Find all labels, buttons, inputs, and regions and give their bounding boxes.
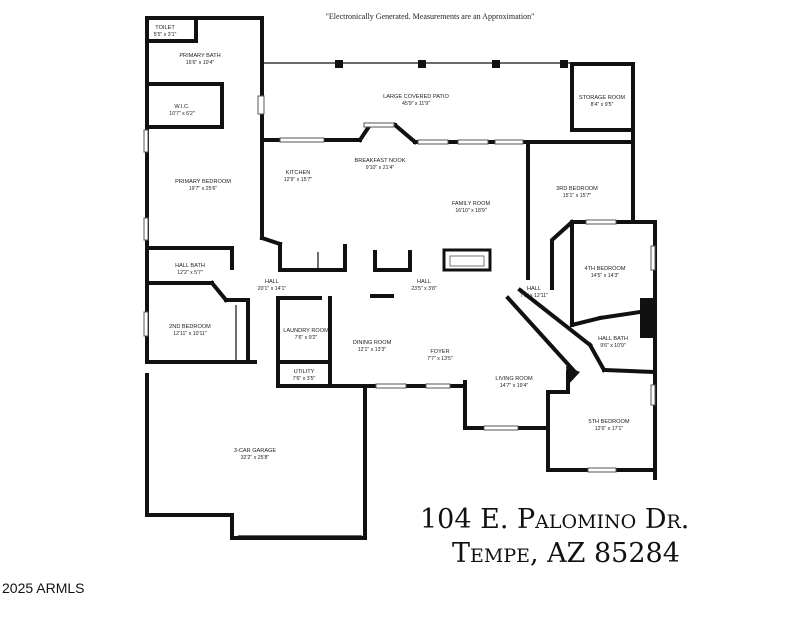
room-dims: 8'4" x 9'5": [591, 102, 614, 108]
room-dims: 16'10" x 18'9": [455, 208, 486, 214]
walls: [145, 16, 658, 540]
room-name: 5TH BEDROOM: [588, 419, 629, 425]
room-dims: 14'5" x 14'3": [591, 273, 620, 279]
room-name: LAUNDRY ROOM: [283, 328, 329, 334]
room-labels: TOILET 5'5" x 3'1" PRIMARY BATH 16'6" x …: [154, 25, 630, 461]
room-dims: 7'1" x 12'11": [520, 293, 548, 299]
room-dims: 16'6" x 10'4": [186, 60, 215, 66]
room-dims: 45'9" x 11'9": [402, 101, 430, 107]
room-dims: 12'2" x 5'7": [177, 270, 203, 276]
room-dims: 20'1" x 14'1": [258, 286, 287, 292]
room-dims: 23'5" x 3'8": [411, 286, 437, 292]
room-dims: 32'2" x 25'8": [241, 455, 270, 461]
room-name: W.I.C.: [174, 104, 190, 110]
room-dims: 19'7" x 25'6": [189, 186, 218, 192]
room-name: FOYER: [430, 349, 449, 355]
room-dims: 12'6" x 17'1": [595, 426, 624, 432]
room-name: LARGE COVERED PATIO: [383, 94, 449, 100]
room-name: HALL BATH: [598, 336, 628, 342]
room-dims: 9'6" x 10'9": [600, 343, 626, 349]
windows: [143, 95, 656, 473]
room-name: BREAKFAST NOOK: [355, 158, 406, 164]
room-name: HALL BATH: [175, 263, 205, 269]
room-dims: 12'9" x 15'7": [284, 177, 313, 183]
room-dims: 12'1" x 13'3": [358, 347, 387, 353]
room-name: HALL: [527, 286, 541, 292]
room-dims: 7'6" x 9'2": [295, 335, 318, 341]
room-name: HALL: [265, 279, 279, 285]
room-name: UTILITY: [294, 369, 315, 375]
room-name: TOILET: [155, 25, 175, 31]
room-name: KITCHEN: [286, 170, 311, 176]
room-name: FAMILY ROOM: [452, 201, 491, 207]
room-name: DINING ROOM: [353, 340, 392, 346]
room-name: HALL: [417, 279, 431, 285]
room-dims: 5'5" x 3'1": [154, 32, 177, 38]
room-name: STORAGE ROOM: [579, 95, 626, 101]
room-dims: 12'11" x 10'11": [173, 331, 207, 337]
room-name: 4TH BEDROOM: [584, 266, 625, 272]
room-dims: 7'6" x 3'5": [293, 376, 316, 382]
copyright-text: 2025 ARMLS: [2, 580, 85, 596]
room-name: PRIMARY BATH: [179, 53, 220, 59]
address-street: 104 E. Palomino Dr.: [420, 504, 690, 535]
room-name: PRIMARY BEDROOM: [175, 179, 231, 185]
room-dims: 15'1" x 15'7": [563, 193, 592, 199]
approximation-note: "Electronically Generated. Measurements …: [325, 12, 535, 21]
room-name: LIVING ROOM: [495, 376, 533, 382]
room-name: 2ND BEDROOM: [169, 324, 211, 330]
room-name: 3-CAR GARAGE: [234, 448, 277, 454]
room-dims: 14'7" x 19'4": [500, 383, 529, 389]
room-dims: 7'7" x 13'5": [427, 356, 453, 362]
room-dims: 9'10" x 21'4": [366, 165, 395, 171]
room-name: 3RD BEDROOM: [556, 186, 598, 192]
address-city: Tempe, AZ 85284: [452, 538, 680, 569]
room-dims: 10'7" x 6'2": [169, 111, 195, 117]
